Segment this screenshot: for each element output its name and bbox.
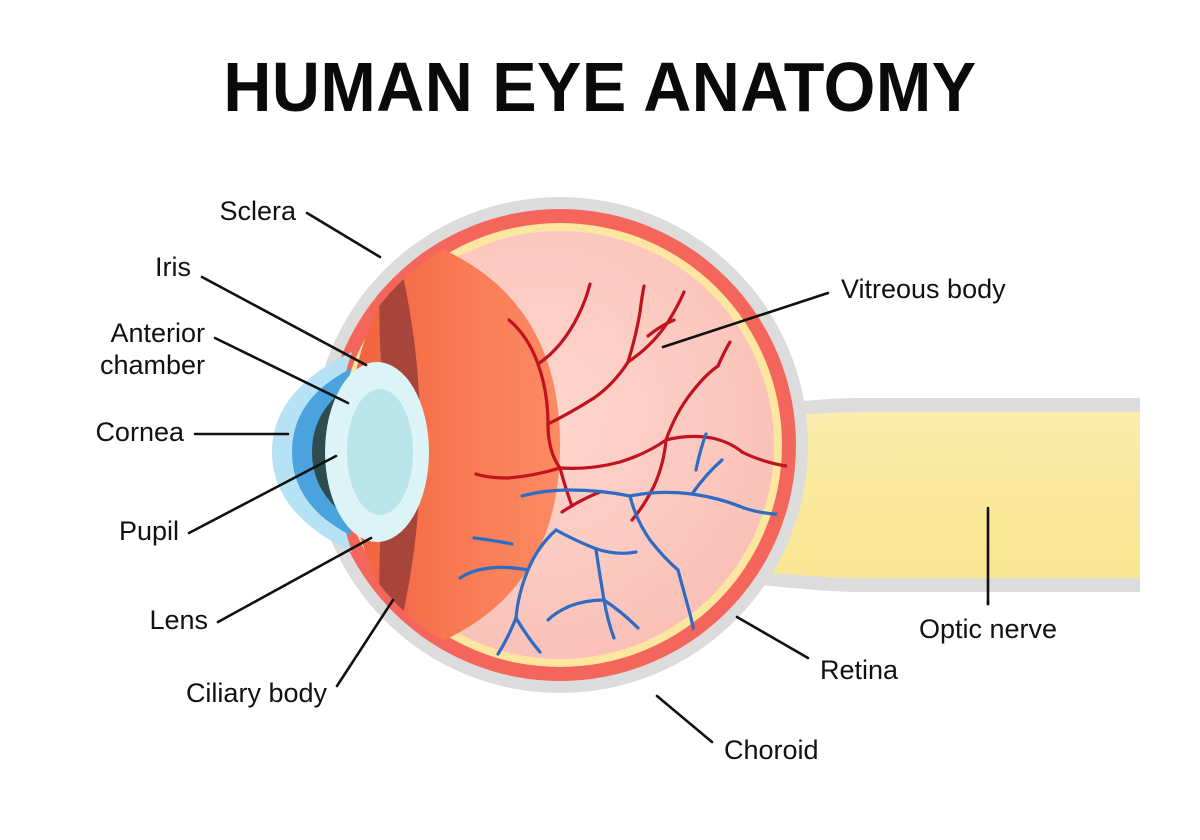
label-anterior-chamber-line1: Anterior — [110, 318, 205, 348]
label-iris: Iris — [155, 252, 191, 282]
leader-lines-group — [187, 211, 990, 744]
leader-lens — [216, 536, 373, 624]
label-cornea: Cornea — [95, 417, 185, 447]
leader-sclera — [305, 211, 382, 259]
leader-ciliary-body — [335, 598, 395, 688]
leader-vitreous-body — [661, 291, 830, 349]
label-retina: Retina — [820, 655, 899, 685]
label-optic-nerve: Optic nerve — [919, 614, 1057, 644]
lens-inner — [347, 389, 413, 515]
retinal-vein-network — [458, 432, 788, 656]
leader-pupil — [187, 454, 338, 535]
retinal-artery-network — [474, 282, 788, 522]
leader-iris — [200, 275, 368, 367]
optic-nerve-fiber-band — [735, 412, 1140, 578]
leader-retina — [735, 615, 810, 660]
label-pupil: Pupil — [119, 516, 179, 546]
anterior-segment-group — [272, 352, 429, 552]
label-vitreous-body: Vitreous body — [841, 274, 1006, 304]
label-choroid: Choroid — [724, 735, 819, 765]
label-anterior-chamber-line2: chamber — [100, 350, 205, 380]
label-lens: Lens — [149, 605, 208, 635]
label-text-group: Sclera Iris Anterior chamber Cornea Pupi… — [95, 196, 1057, 765]
optic-nerve-group — [735, 398, 1140, 592]
leader-anterior-chamber — [213, 336, 350, 405]
page-title: HUMAN EYE ANATOMY — [223, 48, 977, 126]
label-sclera: Sclera — [219, 196, 297, 226]
label-ciliary-body: Ciliary body — [186, 678, 328, 708]
leader-choroid — [655, 694, 714, 744]
